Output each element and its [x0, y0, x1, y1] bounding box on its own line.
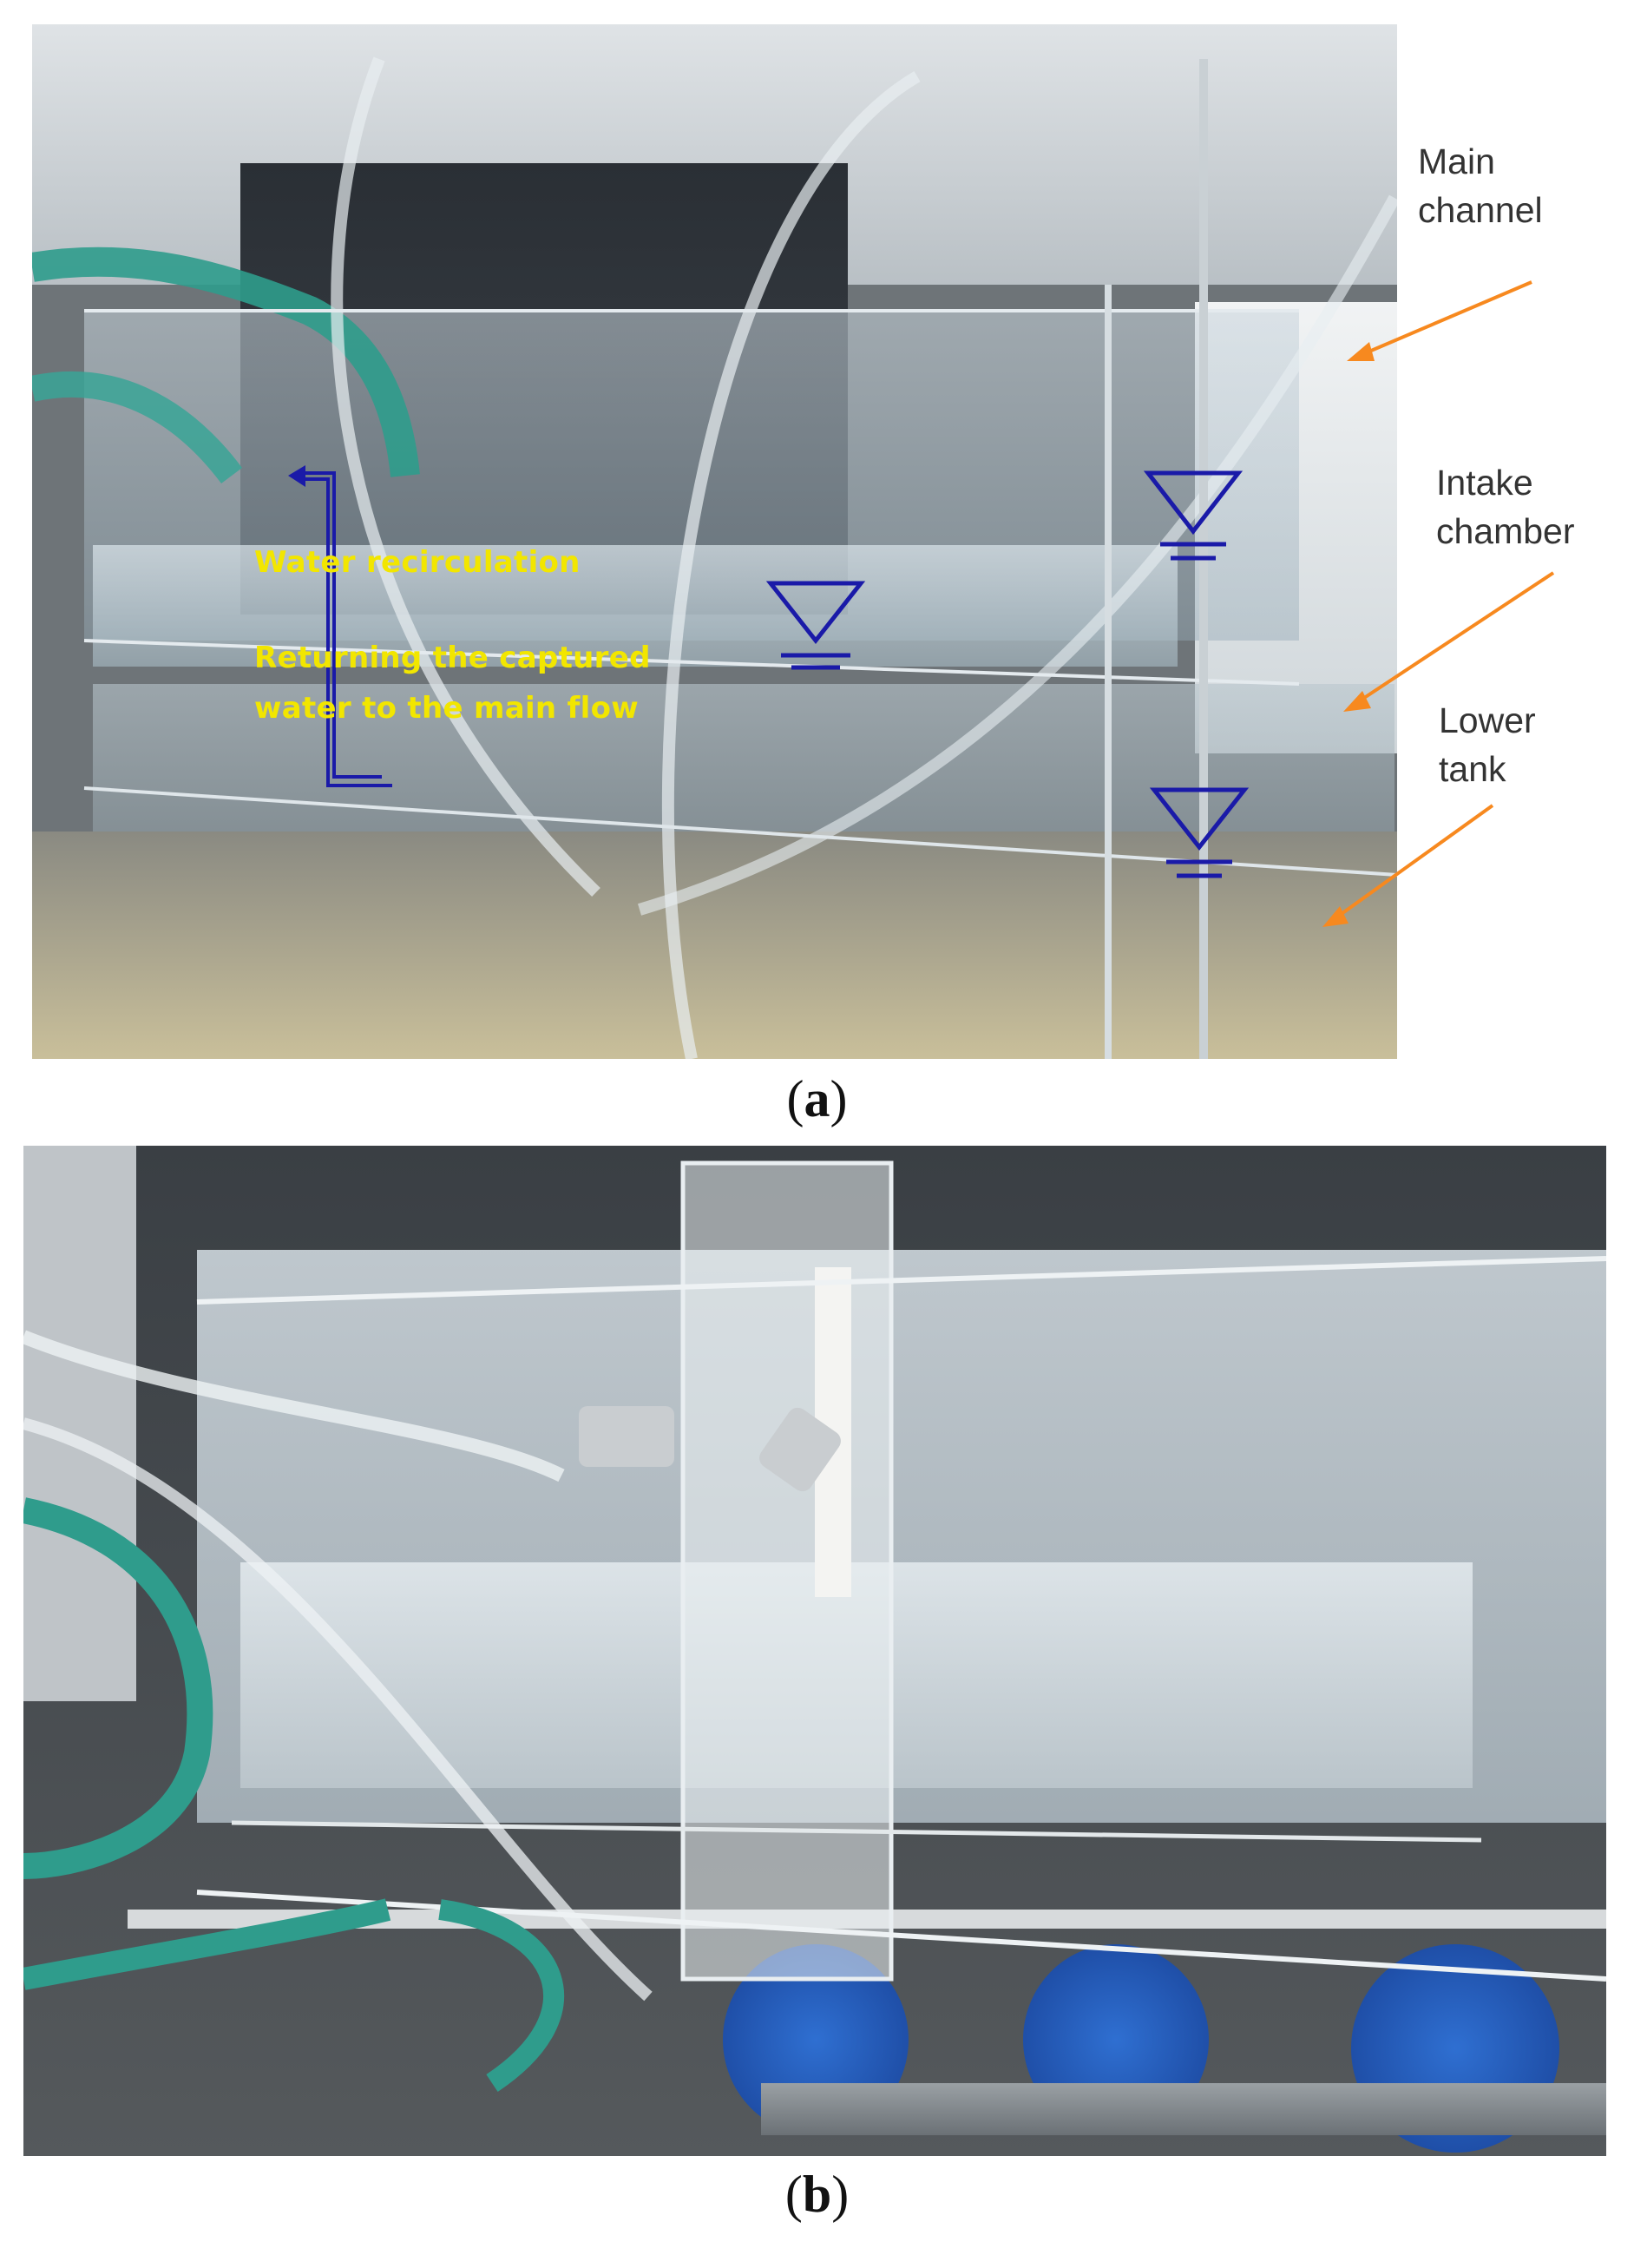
- label-main-channel: Main channel: [1418, 137, 1543, 234]
- water-level-triangle-icon: [765, 581, 866, 670]
- arrow-main-channel: [1347, 280, 1532, 361]
- water-recirculation-text: Water recirculation: [254, 545, 581, 580]
- recirculation-path: [288, 465, 392, 787]
- water-level-triangle-icon: [1149, 787, 1250, 878]
- label-lower-tank: Lower tank: [1439, 696, 1536, 793]
- returning-water-text-line2: water to the main flow: [254, 691, 639, 726]
- photo-a: [32, 24, 1397, 1059]
- label-lower-tank-line2: tank: [1439, 749, 1506, 789]
- caption-b-letter: b: [802, 2166, 832, 2223]
- photo-b-details: [23, 1160, 1606, 2092]
- label-main-channel-line1: Main: [1418, 141, 1495, 181]
- photo-b: [23, 1146, 1606, 2156]
- caption-a: (a): [786, 1070, 848, 1127]
- label-intake-chamber: Intake chamber: [1436, 458, 1575, 555]
- label-intake-chamber-line2: chamber: [1436, 511, 1575, 551]
- label-intake-chamber-line1: Intake: [1436, 463, 1533, 503]
- caption-b: (b): [784, 2166, 850, 2223]
- returning-water-text-line1: Returning the captured: [254, 641, 651, 675]
- label-lower-tank-line1: Lower: [1439, 700, 1536, 740]
- caption-a-letter: a: [804, 1070, 830, 1127]
- water-level-triangle-icon: [1143, 470, 1244, 561]
- arrow-intake-chamber: [1343, 571, 1555, 712]
- label-main-channel-line2: channel: [1418, 190, 1543, 230]
- arrow-lower-tank: [1322, 804, 1494, 927]
